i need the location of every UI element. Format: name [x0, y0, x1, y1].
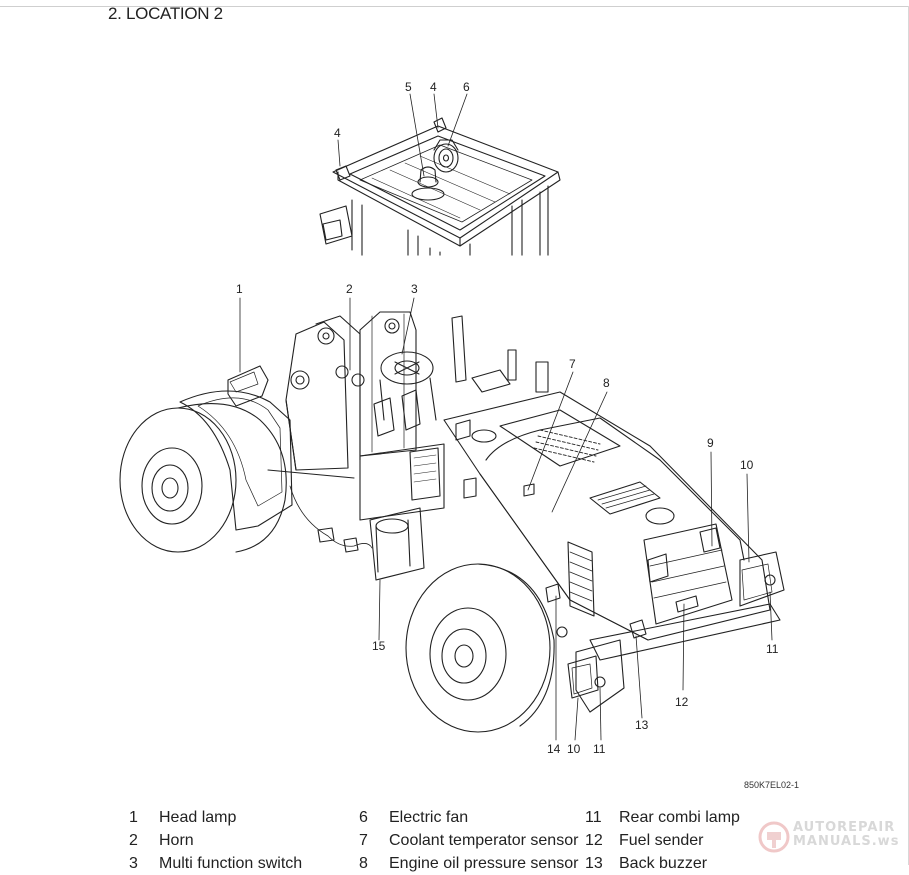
watermark: AUTOREPAIR MANUALS.ws — [757, 818, 907, 860]
legend-item: 12 Fuel sender — [585, 829, 740, 852]
legend-item: 6 Electric fan — [359, 806, 578, 829]
callout-14: 14 — [547, 742, 561, 756]
legend-number: 8 — [359, 855, 368, 872]
legend-number: 2 — [129, 832, 138, 849]
callout-15: 15 — [372, 639, 386, 653]
legend-label: Rear combi lamp — [619, 809, 740, 826]
callout-11b: 11 — [593, 742, 606, 756]
figure-code: 850K7EL02-1 — [744, 780, 800, 790]
callout-1: 1 — [236, 282, 243, 296]
top-callout-labels: 5 4 6 4 — [334, 80, 470, 140]
callout-13: 13 — [635, 718, 649, 732]
callout-12: 12 — [675, 695, 689, 709]
legend-number: 6 — [359, 809, 368, 826]
section-title: 2. LOCATION 2 — [108, 4, 223, 23]
legend-number: 13 — [585, 855, 603, 872]
legend-item: 3 Multi function switch — [129, 852, 302, 875]
callout-4b: 4 — [334, 126, 341, 140]
legend-number: 1 — [129, 809, 138, 826]
legend-item: 7 Coolant temperator sensor — [359, 829, 578, 852]
callout-2: 2 — [346, 282, 353, 296]
callout-11: 11 — [766, 642, 779, 656]
wheel-loader-drawing — [119, 297, 785, 741]
legend-label: Horn — [159, 832, 194, 849]
legend-label: Back buzzer — [619, 855, 708, 872]
callout-10b: 10 — [567, 742, 581, 756]
callout-6: 6 — [463, 80, 470, 94]
main-callout-labels: 1 2 3 7 8 9 10 11 12 13 14 10 11 15 — [236, 282, 779, 756]
legend-label: Engine oil pressure sensor — [389, 855, 579, 872]
watermark-line-1: AUTOREPAIR — [793, 820, 896, 835]
legend-item: 2 Horn — [129, 829, 302, 852]
legend-label: Head lamp — [159, 809, 237, 826]
callout-7: 7 — [569, 357, 576, 371]
callout-8: 8 — [603, 376, 610, 390]
legend-item: 13 Back buzzer — [585, 852, 740, 875]
cab-roof-inset — [298, 93, 562, 259]
callout-5: 5 — [405, 80, 412, 94]
legend-item: 8 Engine oil pressure sensor — [359, 852, 578, 875]
callout-4: 4 — [430, 80, 437, 94]
legend-number: 12 — [585, 832, 603, 849]
piston-logo-icon — [758, 821, 790, 853]
callout-9: 9 — [707, 436, 714, 450]
watermark-text: AUTOREPAIR MANUALS.ws — [793, 821, 899, 849]
watermark-line-2: MANUALS.ws — [793, 834, 900, 849]
legend-label: Coolant temperator sensor — [389, 832, 579, 849]
legend-label: Fuel sender — [619, 832, 704, 849]
legend-label: Multi function switch — [159, 855, 303, 872]
loader-location-diagram: 5 4 6 4 — [119, 80, 785, 756]
callout-10: 10 — [740, 458, 754, 472]
legend-item: 1 Head lamp — [129, 806, 302, 829]
legend-item: 11 Rear combi lamp — [585, 806, 740, 829]
callout-3: 3 — [411, 282, 418, 296]
legend-number: 7 — [359, 832, 368, 849]
page-top-rule — [0, 6, 909, 7]
legend-label: Electric fan — [389, 809, 469, 826]
legend-number: 11 — [585, 809, 602, 826]
legend-number: 3 — [129, 855, 138, 872]
